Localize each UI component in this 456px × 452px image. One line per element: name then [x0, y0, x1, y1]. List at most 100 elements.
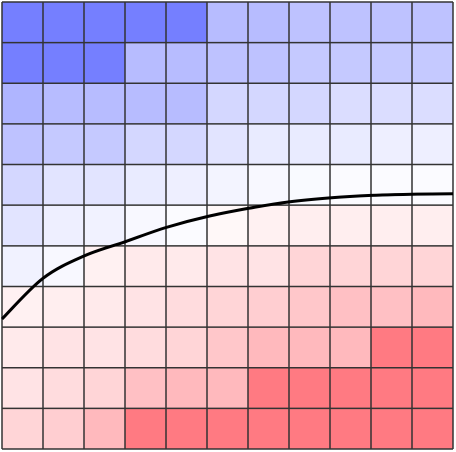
heatmap-cell-r4-c6	[248, 164, 289, 206]
heatmap-cell-r10-c7	[289, 408, 330, 449]
heatmap-cell-r9-c7	[289, 367, 330, 409]
heatmap-cell-r4-c10	[412, 164, 453, 206]
heatmap-cell-r3-c9	[371, 123, 412, 165]
heatmap-cell-r3-c2	[84, 123, 125, 165]
heatmap-cell-r8-c8	[330, 327, 371, 368]
heatmap-cell-r2-c10	[412, 83, 453, 124]
heatmap-cell-r8-c6	[248, 327, 289, 368]
heatmap-cell-r0-c9	[371, 2, 412, 43]
heatmap-cell-r1-c1	[43, 42, 84, 84]
heatmap-cell-r2-c2	[84, 83, 125, 124]
heatmap-cell-r10-c1	[43, 408, 84, 449]
heatmap-cell-r7-c2	[84, 286, 125, 328]
heatmap-cell-r2-c5	[207, 83, 248, 124]
heatmap-cell-r3-c5	[207, 123, 248, 165]
heatmap-cell-r1-c9	[371, 42, 412, 84]
heatmap-cell-r6-c0	[2, 245, 43, 287]
heatmap-cell-r7-c10	[412, 286, 453, 328]
heatmap-cell-r7-c9	[371, 286, 412, 328]
heatmap-cell-r3-c10	[412, 123, 453, 165]
heatmap-cell-r1-c2	[84, 42, 125, 84]
heatmap-cell-r6-c4	[166, 245, 207, 287]
heatmap-cell-r6-c3	[125, 245, 166, 287]
heatmap-cell-r0-c7	[289, 2, 330, 43]
heatmap-cell-r10-c2	[84, 408, 125, 449]
heatmap-cell-r3-c3	[125, 123, 166, 165]
heatmap-cell-r5-c2	[84, 205, 125, 246]
heatmap-cell-r6-c5	[207, 245, 248, 287]
heatmap-cell-r1-c3	[125, 42, 166, 84]
heatmap-cell-r10-c4	[166, 408, 207, 449]
heatmap-cell-r2-c6	[248, 83, 289, 124]
heatmap-cell-r8-c9	[371, 327, 412, 368]
heatmap-cell-r2-c8	[330, 83, 371, 124]
heatmap-cell-r8-c2	[84, 327, 125, 368]
heatmap-cell-r0-c0	[2, 2, 43, 43]
heatmap-cell-r9-c10	[412, 367, 453, 409]
heatmap-cell-r1-c10	[412, 42, 453, 84]
heatmap-cell-r3-c7	[289, 123, 330, 165]
heatmap-cell-r3-c8	[330, 123, 371, 165]
heatmap-cell-r9-c9	[371, 367, 412, 409]
heatmap-cell-r2-c9	[371, 83, 412, 124]
heatmap-cell-r8-c3	[125, 327, 166, 368]
heatmap-cell-r5-c1	[43, 205, 84, 246]
heatmap-cell-r1-c0	[2, 42, 43, 84]
heatmap-cell-r0-c6	[248, 2, 289, 43]
heatmap-cell-r0-c8	[330, 2, 371, 43]
heatmap-cell-r7-c8	[330, 286, 371, 328]
heatmap-cell-r2-c7	[289, 83, 330, 124]
heatmap-cell-r1-c5	[207, 42, 248, 84]
heatmap-cell-r9-c5	[207, 367, 248, 409]
heatmap-cell-r1-c6	[248, 42, 289, 84]
heatmap-cell-r8-c5	[207, 327, 248, 368]
heatmap-cell-r1-c4	[166, 42, 207, 84]
heatmap-cell-r4-c2	[84, 164, 125, 206]
heatmap-cell-r4-c0	[2, 164, 43, 206]
heatmap-cell-r4-c3	[125, 164, 166, 206]
heatmap-cell-r10-c8	[330, 408, 371, 449]
heatmap-cell-r4-c9	[371, 164, 412, 206]
heatmap-cell-r0-c5	[207, 2, 248, 43]
heatmap-cells	[2, 2, 453, 449]
heatmap-cell-r0-c10	[412, 2, 453, 43]
heatmap-cell-r9-c8	[330, 367, 371, 409]
heatmap-cell-r6-c8	[330, 245, 371, 287]
heatmap-cell-r1-c7	[289, 42, 330, 84]
heatmap-cell-r9-c1	[43, 367, 84, 409]
heatmap-cell-r5-c6	[248, 205, 289, 246]
heatmap-cell-r9-c6	[248, 367, 289, 409]
heatmap-cell-r10-c6	[248, 408, 289, 449]
heatmap-cell-r7-c0	[2, 286, 43, 328]
heatmap-cell-r9-c2	[84, 367, 125, 409]
heatmap-cell-r7-c3	[125, 286, 166, 328]
heatmap-cell-r7-c1	[43, 286, 84, 328]
heatmap-cell-r6-c9	[371, 245, 412, 287]
heatmap-cell-r4-c8	[330, 164, 371, 206]
heatmap-cell-r2-c1	[43, 83, 84, 124]
heatmap-cell-r10-c5	[207, 408, 248, 449]
heatmap-cell-r0-c4	[166, 2, 207, 43]
heatmap-cell-r5-c9	[371, 205, 412, 246]
heatmap-cell-r2-c4	[166, 83, 207, 124]
heatmap-cell-r7-c6	[248, 286, 289, 328]
heatmap-cell-r0-c3	[125, 2, 166, 43]
heatmap-cell-r4-c1	[43, 164, 84, 206]
heatmap-cell-r2-c0	[2, 83, 43, 124]
heatmap-cell-r8-c4	[166, 327, 207, 368]
heatmap-cell-r2-c3	[125, 83, 166, 124]
heatmap-cell-r9-c0	[2, 367, 43, 409]
heatmap-cell-r9-c3	[125, 367, 166, 409]
heatmap-cell-r4-c5	[207, 164, 248, 206]
heatmap-cell-r3-c6	[248, 123, 289, 165]
heatmap-cell-r5-c7	[289, 205, 330, 246]
heatmap-cell-r6-c10	[412, 245, 453, 287]
heatmap-cell-r8-c7	[289, 327, 330, 368]
heatmap-cell-r8-c10	[412, 327, 453, 368]
heatmap-cell-r1-c8	[330, 42, 371, 84]
heatmap-cell-r3-c1	[43, 123, 84, 165]
heatmap-cell-r7-c5	[207, 286, 248, 328]
boundary-curve	[0, 192, 454, 321]
heatmap-cell-r10-c10	[412, 408, 453, 449]
